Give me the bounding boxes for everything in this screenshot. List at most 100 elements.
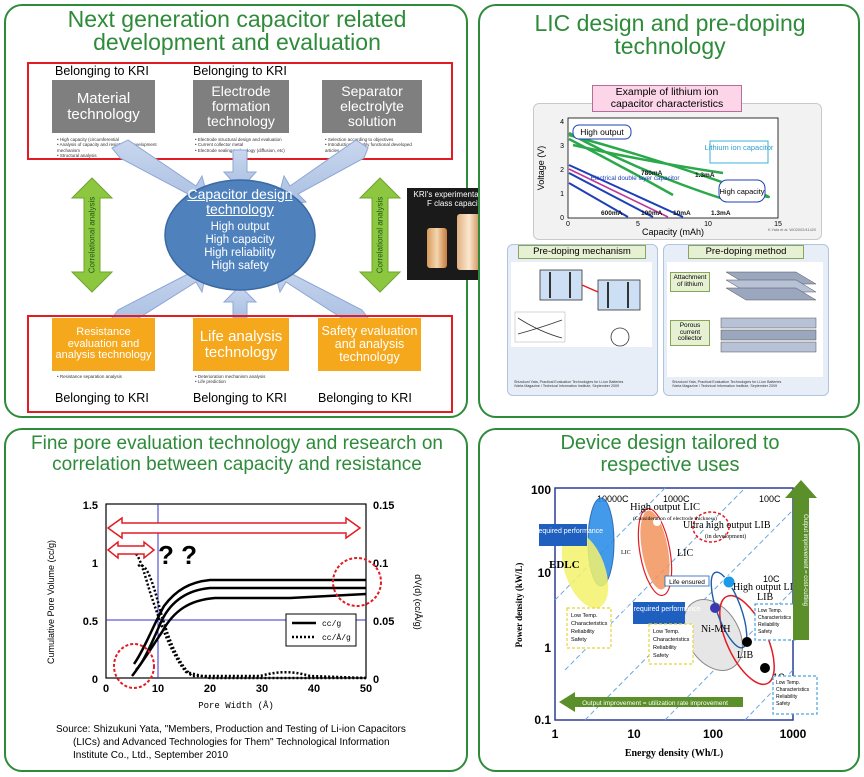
uho-label: Ultra high output LIB (683, 520, 771, 531)
svg-text:30: 30 (256, 683, 268, 695)
center-title: Capacitor design technology (187, 186, 293, 217)
pore-yright-ticks: 0 0.05 0.1 0.15 (373, 500, 394, 686)
pore-differential-1 (135, 553, 366, 680)
svg-text:100: 100 (703, 727, 723, 741)
material-notes: • High capacity (circumferential• Analys… (57, 137, 157, 159)
pore-yleft-ticks: 0 0.5 1 1.5 (83, 500, 98, 686)
lic-red-outline (637, 507, 673, 597)
pore-chart: Cumulative Pore Volume (cc/g) dV(d) (cc/… (46, 500, 423, 711)
svg-text:0: 0 (103, 683, 109, 695)
lib-label: LIB (737, 650, 753, 661)
pore-cumulative-3 (131, 592, 367, 677)
svg-text:Reliability: Reliability (758, 622, 780, 628)
capacitor-cell-tall (457, 214, 481, 270)
svg-text:0.1: 0.1 (373, 558, 388, 570)
lic-xticks: 0 5 10 15 (566, 221, 782, 228)
correlational-label-left: Correlational analysis (87, 196, 97, 274)
svg-text:100C: 100C (759, 494, 781, 504)
pore-cumulative-2 (132, 578, 366, 665)
pore-yright-label: dV(d) (cc/Å/g) (413, 574, 423, 630)
svg-text:1.5: 1.5 (83, 500, 98, 512)
char-list-2: Low Temp. Characteristics Reliability Sa… (653, 629, 690, 659)
svg-text:10: 10 (152, 683, 164, 695)
panel1-arrows (70, 139, 402, 327)
electrode-stack-bottom (720, 317, 817, 353)
lic-point (653, 518, 661, 526)
high-output-label: High output (580, 127, 624, 137)
svg-text:0: 0 (92, 674, 98, 686)
svg-text:Low Temp.: Low Temp. (653, 629, 680, 635)
lic-orange-ellipse (640, 510, 670, 590)
svg-text:1: 1 (560, 191, 564, 198)
edl-line-3 (568, 182, 629, 218)
belong-label-4: Belonging to KRI (193, 391, 287, 405)
life-ensured-label: Life ensured (669, 579, 705, 586)
svg-text:Characteristics: Characteristics (758, 615, 792, 621)
svg-text:Low Temp.: Low Temp. (758, 608, 782, 614)
current-labels: 780mA 1.3mA 600mA 100mA 10mA 1.3mA (601, 170, 731, 217)
svg-text:1.3mA: 1.3mA (695, 172, 715, 179)
ragone-ylabel: Power density (kW/L) (514, 563, 524, 648)
high-output-lib-label: High output LIB (733, 582, 800, 593)
belong-label-2: Belonging to KRI (193, 64, 287, 78)
edl-line-2 (568, 172, 654, 218)
svg-text:3: 3 (560, 143, 564, 150)
belong-label-5: Belonging to KRI (318, 391, 412, 405)
legend-differential: cc/Å/g (322, 634, 351, 643)
svg-text:10: 10 (627, 727, 641, 741)
pore-yleft-label: Cumulative Pore Volume (cc/g) (46, 540, 56, 664)
separator-box: Separator electrolyte solution (322, 80, 422, 133)
legend-cumulative: cc/g (322, 620, 341, 629)
iss-label: ISS required performance (523, 528, 603, 535)
edlc-label: EDLC (549, 559, 580, 571)
svg-text:0.15: 0.15 (373, 500, 394, 512)
high-capacity-label: High capacity (719, 187, 764, 196)
porous-collector-label: Porous current collector (670, 320, 710, 346)
svg-text:600mA: 600mA (601, 210, 623, 217)
lic-characteristics-chart: Voltage (V) 0 1 2 3 4 0 5 10 15 Capacity… (536, 117, 816, 237)
svg-text:Low Temp.: Low Temp. (571, 613, 598, 619)
svg-text:Reliability: Reliability (776, 694, 798, 700)
output-improvement-arrow-icon (785, 480, 817, 640)
svg-text:10: 10 (538, 566, 552, 580)
method-source: Shizukuni Yata, Practical Evaluation Tec… (672, 380, 782, 389)
char-list-3: Low Temp. Characteristics Reliability Sa… (758, 608, 792, 635)
svg-text:Safety: Safety (776, 701, 791, 707)
utilization-arrow-icon (559, 692, 743, 712)
capacitor-design-ellipse (164, 179, 316, 291)
attachment-lithium-label: Attachment of lithium (670, 272, 710, 292)
svg-text:1: 1 (544, 641, 551, 655)
panel4-title: Device design tailored to respective use… (560, 432, 780, 477)
uho-dashed-circle (692, 511, 730, 543)
red-double-arrow-short-icon (106, 540, 156, 560)
life-notes: • Deterioration mechanism analysis• Life… (195, 374, 266, 385)
pore-source: Source: Shizukuni Yata, "Members, Produc… (56, 724, 406, 761)
lic-small-label: LIC (621, 550, 631, 556)
lic-ylabel: Voltage (V) (536, 146, 546, 191)
red-dashed-circle-right (332, 557, 382, 607)
bottom-red-frame (27, 315, 453, 413)
red-dashed-circle-left (113, 643, 155, 689)
svg-text:100: 100 (531, 483, 551, 497)
svg-text:Characteristics: Characteristics (776, 687, 810, 693)
svg-text:Reliability: Reliability (653, 645, 677, 651)
resistance-box: Resistance evaluation and analysis techn… (52, 318, 155, 371)
svg-text:1: 1 (552, 727, 559, 741)
lithium-ion-label: Lithium ion capacitor (705, 143, 774, 152)
lic-curve-4 (572, 143, 724, 175)
svg-text:1000: 1000 (780, 727, 807, 741)
lic-curve-2 (568, 133, 770, 199)
correlational-label-right: Correlational analysis (375, 196, 385, 274)
svg-text:1000C: 1000C (663, 494, 690, 504)
svg-text:4: 4 (560, 119, 564, 126)
svg-text:780mA: 780mA (641, 170, 663, 177)
mechanism-source: Shizukuni Yata, Practical Evaluation Tec… (514, 380, 624, 389)
svg-text:0: 0 (566, 221, 570, 228)
edl-line-4 (568, 168, 669, 218)
svg-text:10C: 10C (763, 574, 780, 584)
panel2-title: LIC design and pre-doping technology (534, 10, 806, 60)
lic-xlabel: Capacity (mAh) (642, 227, 704, 237)
uho-sub-label: (in development) (705, 533, 746, 540)
life-analysis-box: Life analysis technology (193, 318, 289, 371)
